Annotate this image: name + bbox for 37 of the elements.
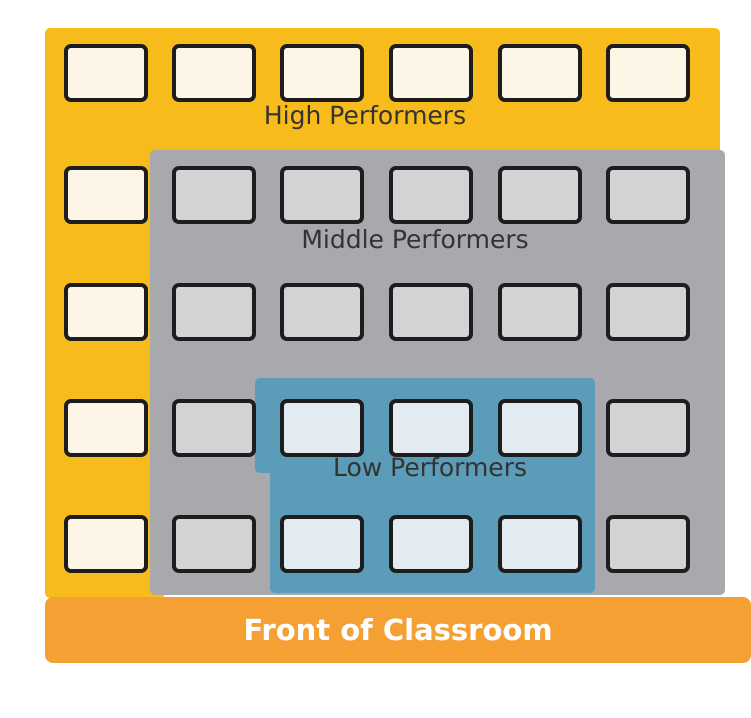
desk	[172, 44, 256, 102]
desk	[172, 283, 256, 341]
desk	[64, 283, 148, 341]
desk	[64, 515, 148, 573]
desk	[389, 515, 473, 573]
desk	[64, 44, 148, 102]
front-band	[45, 597, 751, 663]
desk	[389, 44, 473, 102]
desk	[498, 515, 582, 573]
desk	[280, 44, 364, 102]
desk	[280, 166, 364, 224]
seating-zone	[255, 378, 595, 593]
desk	[606, 283, 690, 341]
desk	[606, 166, 690, 224]
desk	[498, 283, 582, 341]
seating-zone	[150, 150, 725, 595]
desk	[64, 399, 148, 457]
desk	[389, 166, 473, 224]
desk	[498, 399, 582, 457]
desk	[606, 399, 690, 457]
desk	[389, 283, 473, 341]
desk	[280, 283, 364, 341]
desk	[498, 44, 582, 102]
desk	[606, 44, 690, 102]
desk	[172, 399, 256, 457]
desk	[389, 399, 473, 457]
zone-label: High Performers	[264, 101, 466, 130]
desk	[172, 166, 256, 224]
desk	[172, 515, 256, 573]
front-label: Front of Classroom	[243, 613, 553, 647]
zone-label: Middle Performers	[301, 225, 529, 254]
desk	[64, 166, 148, 224]
desk	[280, 399, 364, 457]
desk	[498, 166, 582, 224]
desk	[606, 515, 690, 573]
zone-label: Low Performers	[333, 453, 527, 482]
desk	[280, 515, 364, 573]
